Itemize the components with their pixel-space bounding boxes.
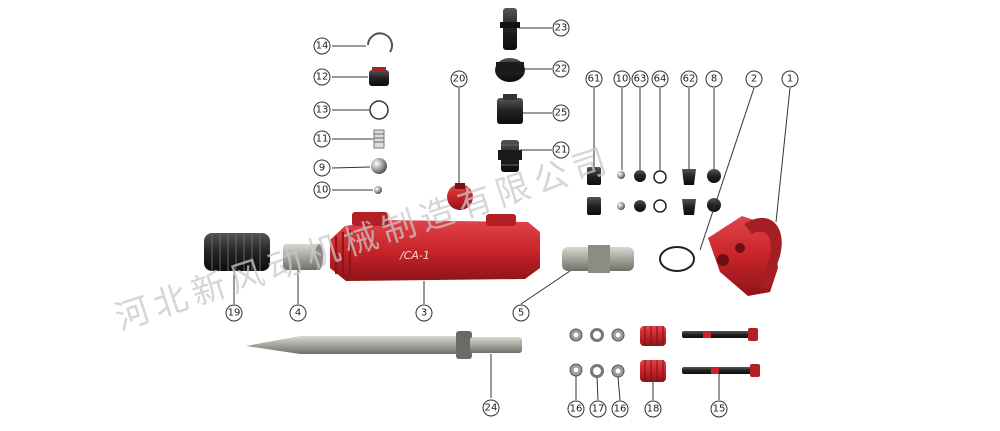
part-22-union-nut (495, 58, 525, 82)
svg-text:18: 18 (647, 404, 660, 415)
body-marking: /CA-1 (399, 249, 430, 262)
svg-text:62: 62 (683, 74, 696, 85)
callout-10-left: 10 (313, 181, 331, 199)
callout-24: 24 (482, 399, 500, 417)
callout-22: 22 (552, 60, 570, 78)
svg-text:64: 64 (654, 74, 667, 85)
svg-text:21: 21 (555, 145, 568, 156)
callout-15: 15 (710, 400, 728, 418)
part-61-sleeve (587, 167, 601, 185)
part-10-small-ball (374, 186, 382, 194)
svg-text:24: 24 (485, 403, 498, 414)
svg-text:10: 10 (316, 185, 329, 196)
svg-text:12: 12 (316, 72, 329, 83)
svg-text:23: 23 (555, 23, 568, 34)
callout-18: 18 (644, 400, 662, 418)
svg-text:2: 2 (751, 74, 757, 85)
svg-text:14: 14 (316, 41, 329, 52)
callout-4: 4 (289, 304, 307, 322)
part-10-ball-upper (617, 171, 625, 179)
callout-17: 17 (589, 400, 607, 418)
svg-text:17: 17 (592, 404, 605, 415)
part-11-spring (373, 129, 385, 149)
callout-1: 1 (781, 70, 799, 88)
svg-text:13: 13 (316, 105, 329, 116)
callout-12: 12 (313, 68, 331, 86)
svg-text:8: 8 (711, 74, 717, 85)
callout-13: 13 (313, 101, 331, 119)
svg-text:11: 11 (316, 134, 329, 145)
part-5-piston (562, 245, 634, 273)
part-62-valve (682, 169, 696, 185)
callout-23: 23 (552, 19, 570, 37)
svg-text:19: 19 (228, 308, 241, 319)
part-12-plug (369, 67, 389, 86)
svg-text:3: 3 (421, 308, 427, 319)
svg-text:5: 5 (518, 308, 524, 319)
callout-61: 61 (585, 70, 603, 88)
part-2-o-ring (659, 246, 695, 272)
part-24-chisel (246, 331, 522, 359)
part-21-threaded-connector (498, 140, 522, 172)
callout-10-right: 10 (613, 70, 631, 88)
callout-16-left: 16 (567, 400, 585, 418)
callout-19: 19 (225, 304, 243, 322)
callout-20: 20 (450, 70, 468, 88)
callout-25: 25 (552, 104, 570, 122)
callout-21: 21 (552, 141, 570, 159)
svg-text:16: 16 (570, 404, 583, 415)
svg-text:4: 4 (295, 308, 301, 319)
part-23-hose-nipple (500, 8, 520, 50)
callout-14: 14 (313, 37, 331, 55)
part-19-buffer-spring (204, 233, 270, 271)
svg-text:25: 25 (555, 108, 568, 119)
valve-parts-row-lower (587, 197, 721, 215)
callout-3: 3 (415, 304, 433, 322)
svg-text:61: 61 (588, 74, 601, 85)
watermark-text: 河北新风动机械制造有限公司 (110, 140, 617, 339)
svg-text:20: 20 (453, 74, 466, 85)
part-20-valve-cap (447, 183, 473, 210)
callout-2: 2 (745, 70, 763, 88)
callout-5: 5 (512, 304, 530, 322)
svg-text:15: 15 (713, 404, 726, 415)
svg-text:22: 22 (555, 64, 568, 75)
svg-text:1: 1 (787, 74, 793, 85)
callout-8: 8 (705, 70, 723, 88)
part-13-o-ring (369, 100, 389, 120)
part-4-bushing (283, 244, 323, 270)
leader-lines (233, 27, 791, 401)
valve-parts-row-upper (587, 167, 721, 185)
svg-text:16: 16 (614, 404, 627, 415)
callout-62: 62 (680, 70, 698, 88)
callout-64: 64 (651, 70, 669, 88)
part-8-valve-cap (707, 169, 721, 183)
svg-text:63: 63 (634, 74, 647, 85)
svg-text:9: 9 (319, 163, 325, 174)
callout-11: 11 (313, 130, 331, 148)
part-25-fitting (497, 94, 523, 124)
svg-text:10: 10 (616, 74, 629, 85)
part-9-ball (371, 158, 387, 174)
part-63-seat (634, 170, 646, 182)
part-64-o-ring (653, 170, 667, 184)
part-3-cylinder-body: /CA-1 (330, 212, 540, 281)
fasteners-row-lower (569, 360, 760, 382)
part-1-handle (708, 216, 782, 296)
callout-63: 63 (631, 70, 649, 88)
callout-16-right: 16 (611, 400, 629, 418)
callout-9: 9 (313, 159, 331, 177)
part-14-retaining-ring (367, 32, 393, 53)
fasteners-row-upper (569, 326, 758, 346)
